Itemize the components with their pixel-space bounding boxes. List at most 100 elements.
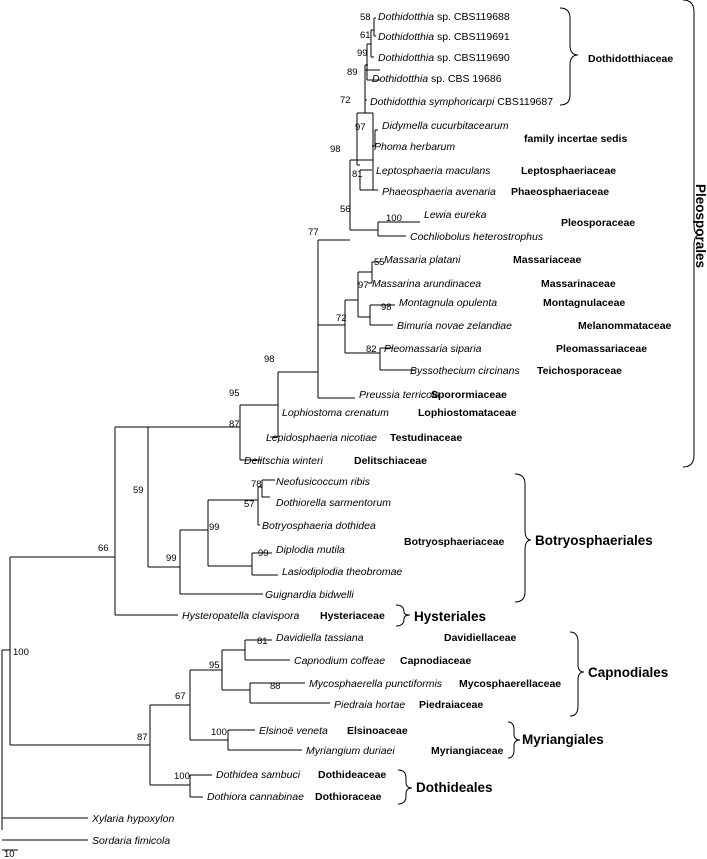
brace-botryosphaeriales [514, 473, 532, 603]
support-value: 87 [229, 419, 240, 430]
taxon-label: Leptosphaeria maculans [376, 165, 491, 177]
family-label: Dothioraceae [315, 791, 382, 803]
brace-dothideales [397, 769, 413, 805]
scale-bar-label: 10 [4, 849, 15, 859]
family-label: Teichosporaceae [537, 365, 622, 377]
taxon-label: Lasiodiplodia theobromae [282, 566, 402, 578]
support-value: 78 [251, 479, 262, 490]
taxon-label: Lepidosphaeria nicotiae [266, 432, 377, 444]
taxon-label: Massaria platani [384, 254, 461, 266]
family-label: Piedraiaceae [419, 699, 483, 711]
brace-myriangiales [507, 721, 521, 759]
taxon-label: Dothidotthia sp. CBS 19686 [372, 73, 502, 85]
support-value: 82 [366, 344, 377, 355]
taxon-label: Capnodium coffeae [294, 655, 385, 667]
taxon-labels: Dothidotthia sp. CBS119688 Dothidotthia … [91, 11, 553, 847]
support-value: 58 [360, 12, 371, 23]
support-value: 67 [175, 691, 186, 702]
support-value: 97 [358, 280, 369, 291]
taxon-label: Phoma herbarum [374, 141, 455, 153]
taxon-label: Dothiorella sarmentorum [276, 497, 391, 509]
family-label: Sporormiaceae [431, 389, 507, 401]
support-value: 98 [330, 144, 341, 155]
taxon-label: Lophiostoma crenatum [282, 407, 389, 419]
support-value: 100 [211, 727, 227, 738]
support-value: 100 [174, 771, 190, 782]
order-labels: Pleosporales Botryosphaeriales Hysterial… [414, 184, 707, 795]
support-value: 72 [336, 313, 347, 324]
taxon-label: Botryosphaeria dothidea [262, 520, 376, 532]
order-label-myriangiales: Myriangiales [522, 732, 604, 747]
scale-bar: 10 [2, 849, 18, 859]
family-label: Leptosphaeriaceae [521, 165, 616, 177]
support-value: 72 [340, 95, 351, 106]
support-value: 56 [340, 204, 351, 215]
taxon-label: Dothidea sambuci [216, 769, 301, 781]
family-label: Pleomassariaceae [556, 343, 647, 355]
family-label: Melanommataceae [578, 320, 672, 332]
support-value: 98 [381, 302, 392, 313]
taxon-label: Hysteropatella clavispora [182, 610, 299, 622]
support-value: 81 [352, 169, 363, 180]
taxon-label: Xylaria hypoxylon [91, 813, 174, 825]
support-value: 99 [258, 548, 269, 559]
taxon-label: Didymella cucurbitacearum [382, 120, 509, 132]
support-value: 77 [308, 227, 319, 238]
support-value: 99 [357, 48, 368, 59]
taxon-label: Massarina arundinacea [372, 278, 481, 290]
order-braces [395, 0, 701, 805]
support-value: 89 [347, 67, 358, 78]
tree-branches [1, 17, 420, 841]
family-label: Capnodiaceae [400, 655, 471, 667]
taxon-label: Phaeosphaeria avenaria [382, 186, 496, 198]
family-labels: Dothidotthiaceae family incertae sedis L… [315, 53, 673, 803]
taxon-label: Preussia terricola [359, 389, 440, 401]
order-label-pleosporales: Pleosporales [693, 184, 707, 268]
order-label-capnodiales: Capnodiales [588, 665, 668, 680]
family-label: Myriangiaceae [431, 745, 504, 757]
support-value: 66 [98, 543, 109, 554]
family-label: family incertae sedis [524, 133, 627, 145]
taxon-label: Guignardia bidwelli [265, 589, 354, 601]
support-value: 95 [209, 660, 220, 671]
family-label: Pleosporaceae [561, 217, 635, 229]
taxon-label: Mycosphaerella punctiformis [309, 678, 443, 690]
taxon-label: Sordaria fimicola [92, 835, 170, 847]
family-label: Hysteriaceae [320, 610, 385, 622]
family-label: Dothidotthiaceae [588, 53, 673, 65]
order-label-botryosphaeriales: Botryosphaeriales [535, 533, 653, 548]
family-label: Delitschiaceae [354, 455, 427, 467]
brace-hysteriales [395, 604, 411, 627]
support-value: 55 [374, 257, 385, 268]
support-value: 59 [133, 485, 144, 496]
support-value: 97 [355, 122, 366, 133]
family-label: Montagnulaceae [543, 297, 625, 309]
family-label: Elsinoaceae [347, 725, 408, 737]
taxon-label: Dothidotthia sp. CBS119688 [378, 11, 510, 23]
support-value: 57 [244, 499, 255, 510]
taxon-label: Davidiella tassiana [276, 632, 364, 644]
taxon-label: Cochliobolus heterostrophus [410, 231, 544, 243]
taxon-label: Bimuria novae zelandiae [397, 320, 512, 332]
order-label-hysteriales: Hysteriales [414, 609, 486, 624]
family-label: Dothideaceae [318, 769, 386, 781]
brace-capnodiales [569, 631, 585, 717]
taxon-label: Diplodia mutila [276, 544, 345, 556]
taxon-label: Montagnula opulenta [399, 297, 497, 309]
family-label: Massarinaceae [541, 278, 616, 290]
family-label: Lophiostomataceae [418, 407, 517, 419]
support-value: 100 [13, 647, 29, 658]
brace-pleosporales [682, 0, 701, 468]
taxon-label: Dothidotthia symphoricarpi CBS119687 [370, 96, 553, 108]
taxon-label: Delitschia winteri [244, 455, 323, 467]
family-label: Mycosphaerellaceae [459, 678, 561, 690]
family-label: Phaeosphaeriaceae [511, 186, 609, 198]
support-value: 81 [257, 636, 268, 647]
family-label: Testudinaceae [390, 432, 462, 444]
taxon-label: Myriangium duriaei [306, 745, 395, 757]
support-value: 98 [264, 354, 275, 365]
support-values: 58 61 99 89 72 97 98 81 56 100 77 55 97 … [13, 12, 402, 782]
taxon-label: Dothidotthia sp. CBS119691 [378, 31, 510, 43]
taxon-label: Pleomassaria siparia [384, 343, 482, 355]
